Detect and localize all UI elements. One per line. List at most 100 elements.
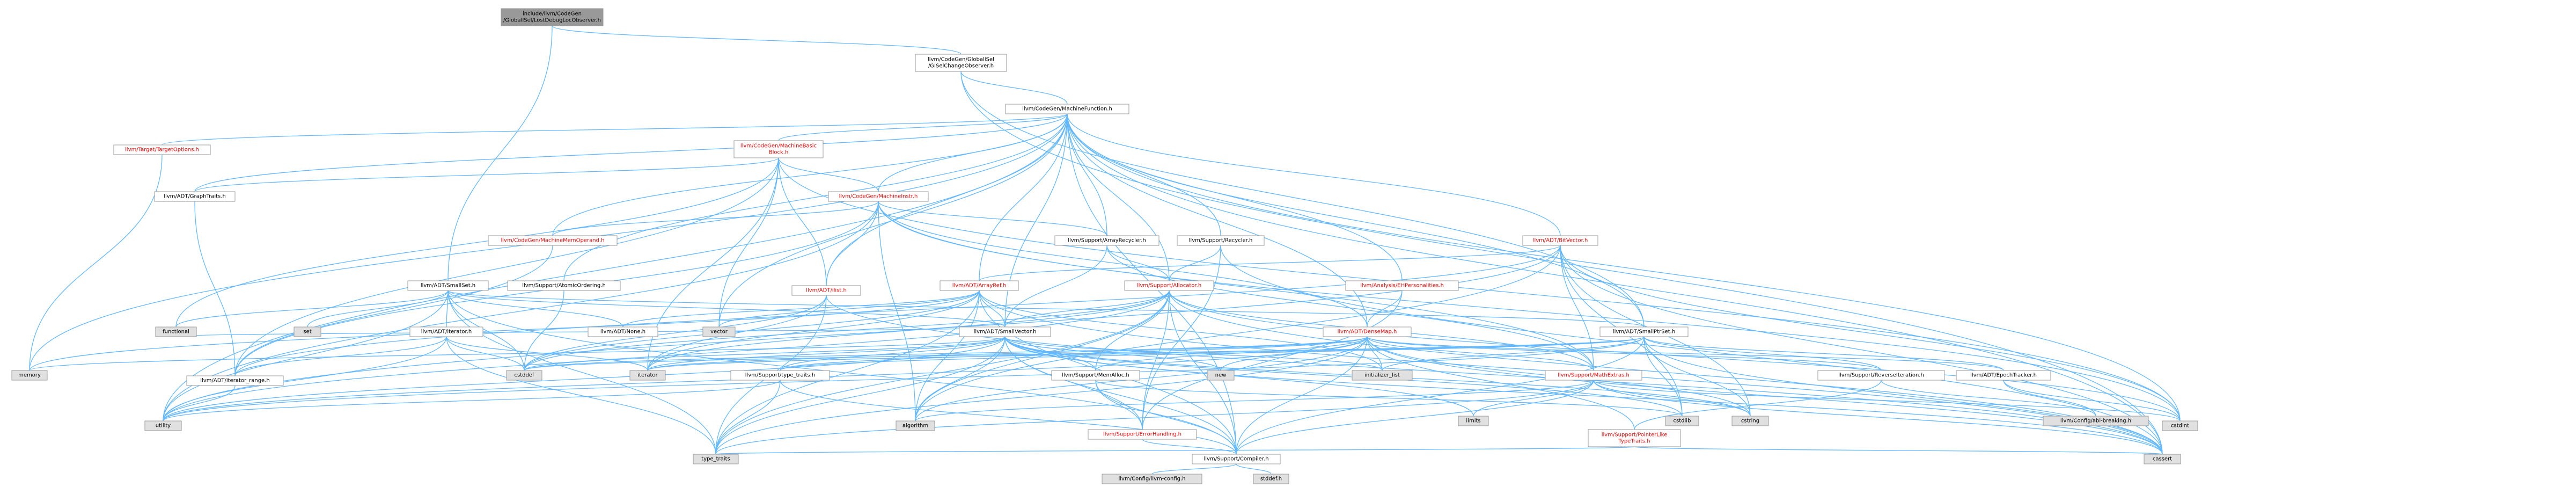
node-abibreaking: llvm/Config/abi-breaking.h	[2043, 416, 2149, 426]
edge-machineinstr-to-densemap	[878, 201, 1368, 328]
node-smallset[interactable]: llvm/ADT/SmallSet.h	[407, 280, 489, 291]
node-smallptrset[interactable]: llvm/ADT/SmallPtrSet.h	[1599, 326, 1689, 337]
node-bitvector[interactable]: llvm/ADT/BitVector.h	[1522, 235, 1598, 246]
node-compiler[interactable]: llvm/Support/Compiler.h	[1192, 454, 1281, 464]
edge-compiler-to-stddef	[1236, 463, 1272, 475]
node-allocator[interactable]: llvm/Support/Allocator.h	[1124, 280, 1214, 291]
edge-arrayref-to-vector	[718, 290, 980, 328]
node-reverseiteration[interactable]: llvm/Support/ReverseIteration.h	[1817, 370, 1945, 381]
node-epochtracker[interactable]: llvm/ADT/EpochTracker.h	[1956, 370, 2051, 381]
node-label-smallptrset: llvm/ADT/SmallPtrSet.h	[1613, 329, 1675, 335]
node-mathextras[interactable]: llvm/Support/MathExtras.h	[1545, 370, 1642, 381]
edge-ilist-to-iterator_sys	[647, 295, 827, 371]
node-machinefunction[interactable]: llvm/CodeGen/MachineFunction.h	[1005, 104, 1129, 114]
node-label-pointerlike: TypeTraits.h	[1618, 439, 1650, 445]
edge-machinefunction-to-ilist	[826, 113, 1068, 286]
node-box-utility	[144, 420, 182, 431]
node-arrayref[interactable]: llvm/ADT/ArrayRef.h	[940, 280, 1019, 291]
node-none[interactable]: llvm/ADT/None.h	[588, 326, 658, 337]
edge-densemap-to-epochtracker	[1367, 336, 2004, 371]
node-label-iterator: llvm/ADT/iterator.h	[421, 329, 472, 335]
edge-iterator-to-utility	[163, 336, 447, 421]
node-root[interactable]: include/llvm/CodeGen/GlobalISel/LostDebu…	[501, 8, 604, 26]
node-type_traits_h[interactable]: llvm/Support/type_traits.h	[730, 370, 830, 381]
edge-machinebasicblock-to-machineinstr	[778, 157, 879, 192]
node-graphtraits[interactable]: llvm/ADT/GraphTraits.h	[154, 191, 236, 202]
node-label-new: new	[1215, 373, 1227, 379]
edge-densemap-to-pointerlike	[1367, 336, 1635, 430]
node-box-atomicordering	[507, 280, 621, 291]
node-label-atomicordering: llvm/Support/AtomicOrdering.h	[522, 283, 606, 289]
node-box-root	[501, 8, 604, 26]
edge-allocator-to-cstdint	[1169, 290, 2181, 421]
edge-recycler-to-allocator	[1169, 245, 1221, 281]
node-arrayrecycler[interactable]: llvm/Support/ArrayRecycler.h	[1054, 235, 1159, 246]
edge-recycler-to-cassert	[1220, 245, 2163, 455]
node-box-densemap	[1323, 326, 1412, 337]
node-label-cstdint: cstdint	[2171, 423, 2189, 429]
node-label-stddef: stddef.h	[1260, 476, 1282, 482]
node-box-bitvector	[1522, 235, 1598, 246]
node-label-bitvector: llvm/ADT/BitVector.h	[1533, 238, 1588, 244]
edge-densemap-to-cassert	[1367, 336, 2163, 455]
node-iterator_range[interactable]: llvm/ADT/iterator_range.h	[186, 375, 284, 386]
node-iterator[interactable]: llvm/ADT/iterator.h	[409, 326, 483, 337]
edge-machinebasicblock-to-iterator_range	[234, 157, 779, 376]
node-label-initializer_list: initializer_list	[1364, 373, 1400, 379]
edge-machinebasicblock-to-iterator_sys	[647, 157, 779, 371]
node-ehpersonalities[interactable]: llvm/Analysis/EHPersonalities.h	[1345, 280, 1459, 291]
node-label-recycler: llvm/Support/Recycler.h	[1189, 238, 1253, 244]
edge-allocator-to-memalloc	[1095, 290, 1170, 371]
edge-bitvector-to-arrayref	[979, 245, 1561, 281]
node-recycler[interactable]: llvm/Support/Recycler.h	[1177, 235, 1265, 246]
node-cstring: cstring	[1731, 416, 1769, 426]
node-box-cstdint	[2162, 420, 2198, 431]
node-machinememoperand[interactable]: llvm/CodeGen/MachineMemOperand.h	[488, 235, 618, 246]
node-errorhandling[interactable]: llvm/Support/ErrorHandling.h	[1088, 429, 1197, 440]
node-label-machineinstr: llvm/CodeGen/MachineInstr.h	[839, 194, 918, 200]
edge-type_traits_h-to-type_traits	[715, 380, 781, 455]
node-label-memalloc: llvm/Support/MemAlloc.h	[1062, 373, 1129, 379]
node-label-abibreaking: llvm/Config/abi-breaking.h	[2060, 418, 2131, 424]
edge-compiler-to-llvmconfig	[1151, 463, 1237, 475]
node-targetoptions[interactable]: llvm/Target/TargetOptions.h	[113, 144, 211, 155]
node-box-iterator	[409, 326, 483, 337]
edge-machineinstr-to-ilist	[826, 201, 879, 286]
node-box-type_traits_h	[730, 370, 830, 381]
edge-allocator-to-compiler	[1169, 290, 1237, 455]
edge-smallptrset-to-utility	[163, 336, 1645, 421]
node-smallvector[interactable]: llvm/ADT/SmallVector.h	[959, 326, 1051, 337]
node-atomicordering[interactable]: llvm/Support/AtomicOrdering.h	[507, 280, 621, 291]
node-label-cstdlib: cstdlib	[1674, 418, 1691, 424]
node-gisel_observer[interactable]: llvm/CodeGen/GlobalISel/GISelChangeObser…	[915, 54, 1007, 72]
edge-smallptrset-to-iterator_sys	[647, 336, 1645, 371]
node-initializer_list: initializer_list	[1352, 370, 1413, 381]
edge-smallset-to-compiler	[447, 290, 1237, 455]
edge-arrayref-to-type_traits	[715, 290, 980, 455]
edge-iterator-to-iterator_range	[234, 336, 447, 376]
node-box-machinebasicblock	[733, 140, 824, 158]
edge-epochtracker-to-cstdint	[2003, 380, 2181, 421]
edge-errorhandling-to-compiler	[1142, 439, 1237, 455]
edge-iterator_range-to-utility	[163, 385, 236, 421]
node-ilist[interactable]: llvm/ADT/ilist.h	[791, 285, 861, 296]
edge-machinebasicblock-to-ilist	[778, 157, 827, 286]
node-machineinstr[interactable]: llvm/CodeGen/MachineInstr.h	[828, 191, 929, 202]
node-densemap[interactable]: llvm/ADT/DenseMap.h	[1323, 326, 1412, 337]
node-label-ehpersonalities: llvm/Analysis/EHPersonalities.h	[1360, 283, 1444, 289]
node-box-cstring	[1731, 416, 1769, 426]
edge-pointerlike-to-cassert	[1634, 446, 2163, 455]
edge-densemap-to-reverseiteration	[1367, 336, 1882, 371]
node-label-type_traits_h: llvm/Support/type_traits.h	[745, 373, 815, 379]
node-memalloc[interactable]: llvm/Support/MemAlloc.h	[1051, 370, 1140, 381]
edge-smallset-to-cstddef	[447, 290, 525, 371]
edge-mathextras-to-cstring	[1593, 380, 1751, 417]
node-label-errorhandling: llvm/Support/ErrorHandling.h	[1103, 432, 1181, 438]
node-limits: limits	[1458, 416, 1489, 426]
node-vector: vector	[702, 326, 736, 337]
edge-machinefunction-to-machinebasicblock	[778, 113, 1068, 141]
node-label-cstddef: cstddef	[515, 373, 534, 379]
